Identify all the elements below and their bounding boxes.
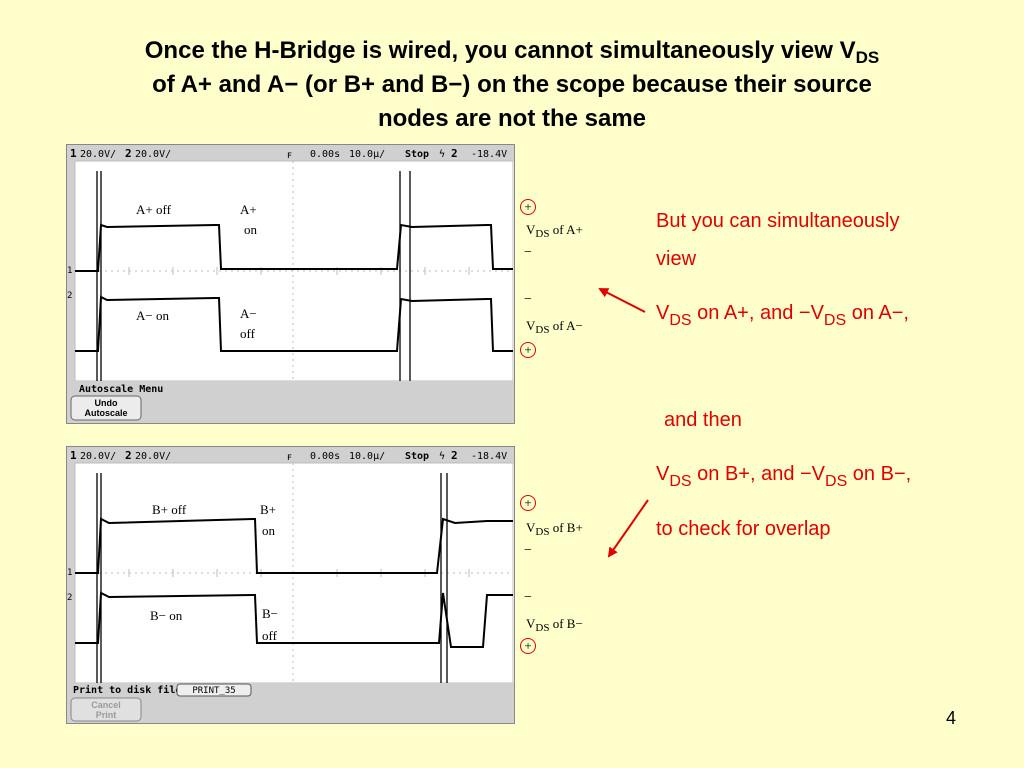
vds-a-plus-label: VDS of A+: [526, 222, 583, 240]
scope-top-ch2-num: 2: [125, 147, 132, 160]
label-a-minus-off-2: off: [240, 326, 255, 341]
minus-top-b-2: −: [524, 590, 532, 605]
right-text-line-2: view: [656, 248, 697, 270]
scope-screenshot-top: 1 20.0V/ 2 20.0V/ ꜰ 0.00s 10.0µ/ Stop ϟ …: [66, 144, 515, 424]
cancel-print-line-1: Cancel: [91, 700, 121, 710]
scope-bottom-trig-ch: 2: [451, 449, 458, 462]
scope-top-time: 0.00s: [310, 149, 340, 160]
title-line-3: nodes are not the same: [377, 105, 647, 132]
scope-top-svg: 1 20.0V/ 2 20.0V/ ꜰ 0.00s 10.0µ/ Stop ϟ …: [67, 145, 514, 423]
minus-top-a: −: [524, 245, 532, 260]
trigger-edge-icon: ϟ: [439, 451, 445, 462]
scope-bottom-ch1-scale: 20.0V/: [80, 451, 116, 462]
waveform-a-minus: [75, 295, 513, 352]
plus-circle-top-a: +: [520, 199, 536, 215]
scope-top-mode: Stop: [405, 149, 429, 160]
scope-bottom-level: -18.4V: [471, 451, 507, 462]
scope-top-timediv: 10.0µ/: [349, 149, 385, 160]
undo-autoscale-line-1: Undo: [95, 398, 118, 408]
label-a-minus-on: A− on: [136, 308, 169, 323]
waveform-a-plus: [75, 223, 513, 272]
minus-top-b: −: [524, 543, 532, 558]
label-a-minus-off-1: A−: [240, 306, 257, 321]
label-a-plus-on-1: A+: [240, 202, 257, 217]
scope-bottom-ch2-num: 2: [125, 449, 132, 462]
title-line-1: Once the H-Bridge is wired, you cannot s…: [144, 37, 880, 67]
trigger-marker-icon: ꜰ: [287, 150, 292, 161]
file-name-field[interactable]: PRINT_35: [192, 686, 235, 696]
scope-bottom-mode: Stop: [405, 451, 429, 462]
arrow-to-top-scope-icon: [598, 288, 646, 313]
cancel-print-button[interactable]: Cancel Print: [70, 697, 142, 722]
plus-circle-bottom-b: +: [520, 638, 536, 654]
ch2-ground-icon: 2: [67, 593, 72, 603]
minus-top-a-2: −: [524, 292, 532, 307]
file-name-field-frame[interactable]: [176, 683, 252, 697]
page-number: 4: [946, 708, 957, 728]
scope-top-trig-ch: 2: [451, 147, 458, 160]
label-a-plus-off: A+ off: [136, 202, 171, 217]
scope-bottom-time: 0.00s: [310, 451, 340, 462]
scope-top-ch2-scale: 20.0V/: [135, 149, 171, 160]
cancel-print-line-2: Print: [96, 710, 117, 720]
right-text-line-1: But you can simultaneously: [656, 210, 900, 232]
scope-bottom-timediv: 10.0µ/: [349, 451, 385, 462]
vds-a-minus-label: VDS of A−: [526, 318, 583, 336]
scope-top-level: -18.4V: [471, 149, 507, 160]
slide-title: Once the H-Bridge is wired, you cannot s…: [40, 34, 984, 136]
label-a-plus-on-2: on: [244, 222, 257, 237]
trigger-marker-icon: ꜰ: [287, 452, 292, 463]
ch1-ground-icon: 1: [67, 266, 72, 276]
label-b-minus-on: B− on: [150, 608, 183, 623]
ch1-ground-icon: 1: [67, 568, 72, 578]
arrow-to-bottom-scope-icon: [607, 499, 649, 558]
scope-top-ch1-scale: 20.0V/: [80, 149, 116, 160]
scope-bottom-ch2-scale: 20.0V/: [135, 451, 171, 462]
right-text-line-6: to check for overlap: [656, 518, 831, 540]
scope-bottom-svg: 1 20.0V/ 2 20.0V/ ꜰ 0.00s 10.0µ/ Stop ϟ …: [67, 447, 514, 723]
label-b-minus-off-2: off: [262, 628, 277, 643]
scope-top-ch1-num: 1: [70, 147, 77, 160]
scope-bottom-ch1-num: 1: [70, 449, 77, 462]
right-text-line-4: and then: [664, 409, 742, 431]
waveform-b-minus: [75, 591, 513, 648]
plus-circle-top-b: +: [520, 495, 536, 511]
label-b-plus-on-1: B+: [260, 502, 277, 517]
ch2-ground-icon: 2: [67, 291, 72, 301]
scope-screenshot-bottom: 1 20.0V/ 2 20.0V/ ꜰ 0.00s 10.0µ/ Stop ϟ …: [66, 446, 515, 724]
title-line-2: of A+ and A− (or B+ and B−) on the scope…: [152, 71, 872, 98]
scope-top-softkey-header: Autoscale Menu: [79, 384, 163, 395]
label-b-plus-off: B+ off: [152, 502, 187, 517]
vds-b-plus-label: VDS of B+: [526, 520, 583, 538]
trigger-edge-icon: ϟ: [439, 149, 445, 160]
scope-bottom-softkey-header: Print to disk file:: [73, 684, 187, 696]
undo-autoscale-line-2: Autoscale: [84, 408, 127, 418]
vds-b-minus-label: VDS of B−: [526, 616, 583, 634]
label-b-minus-off-1: B−: [262, 606, 279, 621]
label-b-plus-on-2: on: [262, 523, 275, 538]
right-text-line-3: VDS on A+, and −VDS on A−,: [656, 302, 909, 329]
waveform-b-plus: [75, 517, 513, 574]
undo-autoscale-button[interactable]: Undo Autoscale: [70, 395, 142, 421]
right-text-line-5: VDS on B+, and −VDS on B−,: [656, 463, 912, 490]
plus-circle-bottom-a: +: [520, 342, 536, 358]
